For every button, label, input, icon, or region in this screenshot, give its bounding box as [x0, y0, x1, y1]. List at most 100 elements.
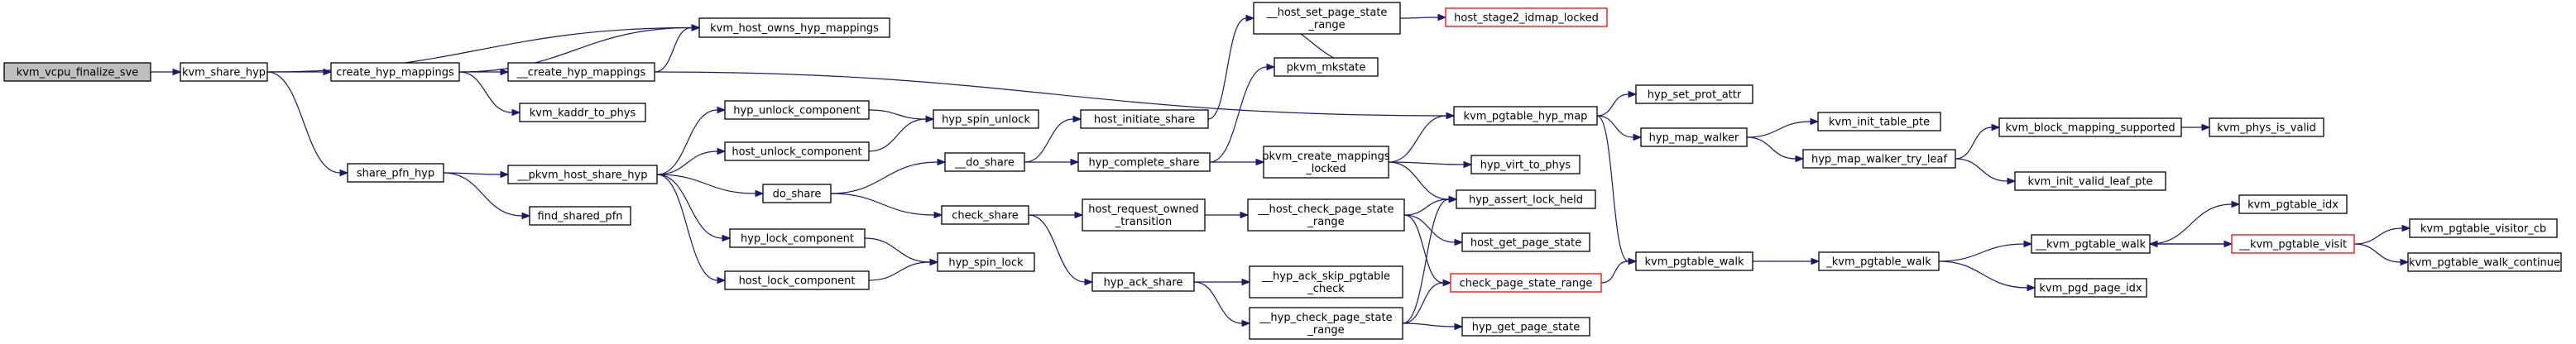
- node-hyp_set_prot_attr[interactable]: hyp_set_prot_attr: [1635, 84, 1753, 104]
- node-host_lock_component[interactable]: host_lock_component: [724, 270, 870, 290]
- node-kvm_init_table_pte[interactable]: kvm_init_table_pte: [1817, 112, 1941, 131]
- node-kvm_pgtable_hyp_map[interactable]: kvm_pgtable_hyp_map: [1453, 106, 1598, 126]
- node-label: __host_set_page_state: [1266, 7, 1388, 19]
- edge-__hyp_check_page_state_range-to-hyp_get_page_state: [1402, 322, 1464, 331]
- edge-hyp_map_walker-to-kvm_init_table_pte: [1746, 117, 1820, 138]
- edge-__host_set_page_state_range-to-host_stage2_idmap_locked: [1399, 13, 1447, 22]
- node-hyp_get_page_state[interactable]: hyp_get_page_state: [1461, 317, 1590, 337]
- edge-__pkvm_host_share_hyp-to-hyp_unlock_component: [656, 106, 727, 175]
- node-__kvm_pgtable_walk[interactable]: __kvm_pgtable_walk: [2031, 234, 2151, 254]
- edge-create_hyp_mappings-to-kvm_kaddr_to_phys: [458, 71, 521, 117]
- node-label: hyp_lock_component: [741, 233, 854, 246]
- edge-__pkvm_host_share_hyp-to-hyp_lock_component: [656, 174, 732, 242]
- node-label: kvm_pgtable_visitor_cb: [2420, 223, 2546, 236]
- node-label: pkvm_mkstate: [1287, 62, 1366, 74]
- node-__do_share[interactable]: __do_share: [944, 152, 1025, 172]
- node-label: host_unlock_component: [732, 146, 861, 159]
- node-label: kvm_pgd_page_idx: [2039, 283, 2142, 295]
- node-kvm_kaddr_to_phys[interactable]: kvm_kaddr_to_phys: [519, 103, 646, 122]
- node-label: kvm_host_owns_hyp_mappings: [710, 22, 879, 35]
- node-find_shared_pfn[interactable]: find_shared_pfn: [529, 206, 631, 226]
- node-kvm_phys_is_valid[interactable]: kvm_phys_is_valid: [2209, 117, 2324, 137]
- node-hyp_lock_component[interactable]: hyp_lock_component: [729, 228, 866, 248]
- edge-__kvm_pgtable_visit-to-__kvm_pgtable_walk: [2148, 240, 2232, 248]
- node-kvm_block_mapping_supported[interactable]: kvm_block_mapping_supported: [1998, 117, 2182, 137]
- edge-__pkvm_host_share_hyp-to-host_unlock_component: [656, 147, 727, 175]
- node-__create_hyp_mappings[interactable]: __create_hyp_mappings: [507, 62, 655, 82]
- edge-__host_check_page_state_range-to-host_get_page_state: [1403, 214, 1464, 246]
- node-_kvm_pgtable_walk[interactable]: _kvm_pgtable_walk: [1818, 251, 1940, 271]
- node-label: create_hyp_mappings: [336, 67, 454, 79]
- edge-host_request_owned_transition-to-__host_check_page_state_range: [1205, 211, 1250, 219]
- node-kvm_host_owns_hyp_mappings[interactable]: kvm_host_owns_hyp_mappings: [698, 17, 890, 38]
- node-hyp_map_walker[interactable]: hyp_map_walker: [1640, 127, 1748, 147]
- node-__kvm_pgtable_visit[interactable]: __kvm_pgtable_visit: [2231, 234, 2355, 254]
- node-kvm_init_valid_leaf_pte[interactable]: kvm_init_valid_leaf_pte: [2014, 171, 2166, 191]
- node-label: share_pfn_hyp: [357, 168, 434, 180]
- edge-check_page_state_range-to-kvm_pgtable_walk: [1600, 257, 1638, 284]
- node-hyp_unlock_component[interactable]: hyp_unlock_component: [724, 100, 870, 120]
- node-pkvm_mkstate[interactable]: pkvm_mkstate: [1274, 57, 1379, 77]
- node-host_request_owned_transition[interactable]: host_request_owned_transition: [1082, 198, 1206, 232]
- node-label: __hyp_ack_skip_pgtable: [1261, 270, 1390, 283]
- edge-hyp_map_walker_try_leaf-to-kvm_block_mapping_supported: [1955, 123, 2001, 160]
- node-__host_set_page_state_range[interactable]: __host_set_page_state_range: [1253, 2, 1401, 35]
- node-label: kvm_pgtable_walk_continue: [2409, 257, 2560, 270]
- edge-pkvm_create_mappings_locked-to-hyp_virt_to_phys: [1388, 160, 1473, 169]
- node-share_pfn_hyp[interactable]: share_pfn_hyp: [347, 163, 444, 183]
- node-label: do_share: [773, 189, 822, 201]
- node-label: hyp_ack_share: [1104, 277, 1183, 289]
- edge-create_hyp_mappings-to-__create_hyp_mappings: [459, 68, 510, 76]
- edge-__create_hyp_mappings-to-kvm_host_owns_hyp_mappings: [654, 24, 701, 73]
- node-kvm_pgd_page_idx[interactable]: kvm_pgd_page_idx: [2034, 278, 2147, 298]
- edge-hyp_map_walker_try_leaf-to-kvm_init_valid_leaf_pte: [1955, 158, 2017, 185]
- node-label: kvm_share_hyp: [182, 67, 266, 79]
- node-do_share[interactable]: do_share: [762, 184, 832, 203]
- node-kvm_share_hyp[interactable]: kvm_share_hyp: [180, 62, 268, 82]
- node-label: host_lock_component: [739, 275, 856, 288]
- node-label: hyp_virt_to_phys: [1480, 160, 1571, 172]
- node-host_stage2_idmap_locked[interactable]: host_stage2_idmap_locked: [1445, 7, 1608, 27]
- node-label: kvm_pgtable_hyp_map: [1464, 111, 1588, 123]
- node-__pkvm_host_share_hyp[interactable]: __pkvm_host_share_hyp: [507, 165, 658, 184]
- node-kvm_pgtable_visitor_cb[interactable]: kvm_pgtable_visitor_cb: [2409, 218, 2558, 238]
- node-host_get_page_state[interactable]: host_get_page_state: [1461, 232, 1590, 252]
- node-host_initiate_share[interactable]: host_initiate_share: [1080, 109, 1209, 129]
- edge-host_lock_component-to-hyp_spin_lock: [868, 258, 939, 281]
- node-__host_check_page_state_range[interactable]: __host_check_page_state_range: [1247, 198, 1405, 232]
- edge-kvm_pgtable_hyp_map-to-hyp_set_prot_attr: [1596, 90, 1638, 117]
- node-kvm_pgtable_walk_continue[interactable]: kvm_pgtable_walk_continue: [2407, 252, 2562, 272]
- node-label: _transition: [1115, 216, 1172, 228]
- edge-pkvm_create_mappings_locked-to-hyp_assert_lock_held: [1388, 161, 1458, 203]
- edge-host_unlock_component-to-hyp_spin_unlock: [868, 115, 935, 152]
- edge-hyp_ack_share-to-__hyp_ack_skip_pgtable_check: [1193, 278, 1251, 286]
- node-hyp_ack_share[interactable]: hyp_ack_share: [1091, 272, 1195, 292]
- node-check_share[interactable]: check_share: [941, 205, 1029, 225]
- node-check_page_state_range[interactable]: check_page_state_range: [1450, 273, 1602, 293]
- node-label: hyp_spin_lock: [948, 257, 1024, 270]
- node-label: kvm_phys_is_valid: [2217, 122, 2316, 135]
- edge-check_share-to-hyp_ack_share: [1028, 214, 1094, 286]
- node-hyp_complete_share[interactable]: hyp_complete_share: [1077, 152, 1211, 172]
- node-host_unlock_component[interactable]: host_unlock_component: [724, 141, 870, 161]
- node-label: kvm_pgtable_walk: [1644, 256, 1744, 269]
- node-hyp_spin_unlock[interactable]: hyp_spin_unlock: [933, 109, 1039, 129]
- node-create_hyp_mappings[interactable]: create_hyp_mappings: [330, 62, 460, 82]
- node-__hyp_check_page_state_range[interactable]: __hyp_check_page_state_range: [1249, 307, 1403, 340]
- edge-__do_share-to-host_initiate_share: [1024, 115, 1082, 163]
- edge-kvm_vcpu_finalize_sve-to-kvm_share_hyp: [151, 68, 182, 76]
- node-pkvm_create_mappings_locked[interactable]: pkvm_create_mappings_locked: [1262, 146, 1390, 179]
- node-__hyp_ack_skip_pgtable_check[interactable]: __hyp_ack_skip_pgtable_check: [1249, 265, 1403, 299]
- node-kvm_pgtable_walk[interactable]: kvm_pgtable_walk: [1635, 251, 1753, 271]
- node-hyp_spin_lock[interactable]: hyp_spin_lock: [937, 252, 1035, 272]
- node-hyp_assert_lock_held[interactable]: hyp_assert_lock_held: [1456, 189, 1596, 209]
- node-label: find_shared_pfn: [537, 211, 622, 223]
- node-hyp_virt_to_phys[interactable]: hyp_virt_to_phys: [1470, 155, 1581, 174]
- node-label: hyp_assert_lock_held: [1469, 194, 1583, 207]
- edge-kvm_pgtable_hyp_map-to-hyp_map_walker: [1596, 115, 1643, 141]
- node-kvm_pgtable_idx[interactable]: kvm_pgtable_idx: [2238, 194, 2348, 214]
- edge-share_pfn_hyp-to-__pkvm_host_share_hyp: [443, 170, 510, 179]
- node-hyp_map_walker_try_leaf[interactable]: hyp_map_walker_try_leaf: [1802, 149, 1956, 169]
- node-label: host_request_owned: [1088, 203, 1199, 216]
